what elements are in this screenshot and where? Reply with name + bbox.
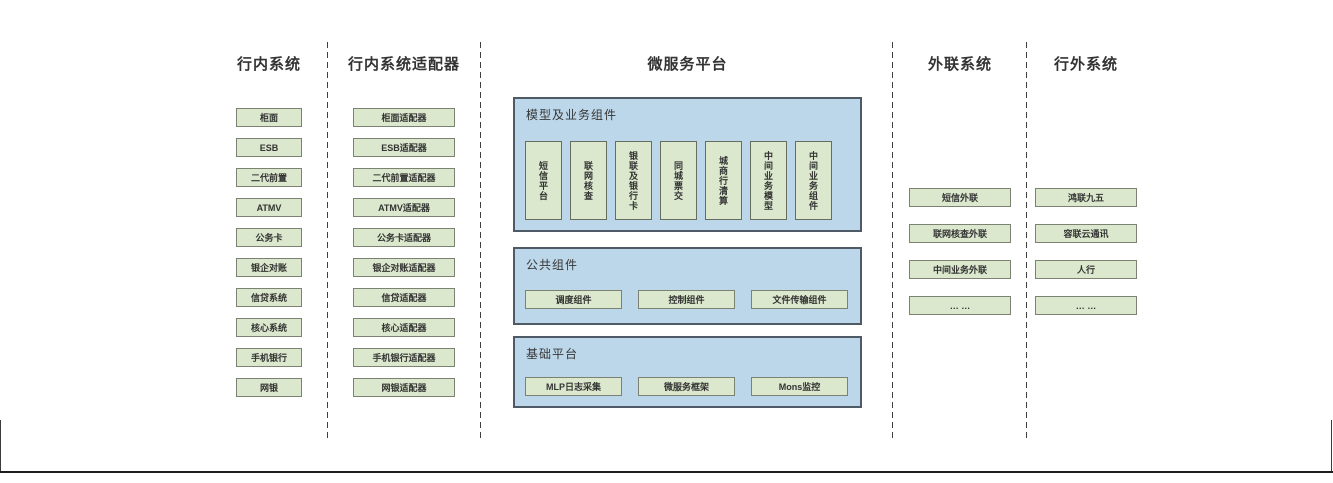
- common-component-box: 控制组件: [638, 290, 735, 309]
- adapter-box: 银企对账适配器: [353, 258, 455, 277]
- frame-edge-right: [1331, 420, 1332, 473]
- internal-systems-list: 柜面 ESB 二代前置 ATMV 公务卡银企对账信贷系统核心系统手机银行网银: [236, 108, 302, 408]
- external-link-box: 中间业务外联: [909, 260, 1011, 279]
- external-link-box: … …: [909, 296, 1011, 315]
- dashed-separator-1: [327, 42, 328, 442]
- dashed-separator-4: [1026, 42, 1027, 442]
- business-component-box: 中间业务模型: [750, 141, 787, 220]
- panel-label-common-components: 公共组件: [526, 258, 579, 272]
- common-component-box: 调度组件: [525, 290, 622, 309]
- adapter-box: 公务卡适配器: [353, 228, 455, 247]
- panel-common-components: 公共组件 调度组件控制组件文件传输组件: [513, 247, 862, 325]
- business-component-box: 银联及银行卡: [615, 141, 652, 220]
- outside-system-box: 容联云通讯: [1035, 224, 1137, 243]
- business-component-box: 城商行清算: [705, 141, 742, 220]
- adapter-box: 二代前置适配器: [353, 168, 455, 187]
- outside-system-box: 鸿联九五: [1035, 188, 1137, 207]
- column-title-external-link-systems: 外联系统: [927, 56, 992, 73]
- frame-bottom-line: [0, 471, 1333, 473]
- frame-edge-left: [0, 420, 1, 473]
- business-component-box: 短信平台: [525, 141, 562, 220]
- panel-label-base-platform: 基础平台: [526, 347, 579, 361]
- internal-system-box: 银企对账: [236, 258, 302, 277]
- column-title-microservice-platform: 微服务平台: [647, 56, 728, 73]
- adapter-box: ESB适配器: [353, 138, 455, 157]
- base-platform-box: 微服务框架: [638, 377, 735, 396]
- internal-system-box: 手机银行: [236, 348, 302, 367]
- dashed-separator-3: [892, 42, 893, 442]
- internal-system-box: 公务卡: [236, 228, 302, 247]
- internal-system-box: ESB: [236, 138, 302, 157]
- panel-label-model-business-components: 模型及业务组件: [526, 108, 618, 122]
- common-components-list: 调度组件控制组件文件传输组件: [525, 290, 848, 309]
- business-component-box: 中间业务组件: [795, 141, 832, 220]
- adapter-box: 信贷适配器: [353, 288, 455, 307]
- base-platform-box: Mons监控: [751, 377, 848, 396]
- internal-system-box: ATMV: [236, 198, 302, 217]
- external-link-box: 联网核查外联: [909, 224, 1011, 243]
- adapter-box: 核心适配器: [353, 318, 455, 337]
- adapter-box: 网银适配器: [353, 378, 455, 397]
- external-link-box: 短信外联: [909, 188, 1011, 207]
- outside-system-box: 人行: [1035, 260, 1137, 279]
- panel-model-business-components: 模型及业务组件 短信平台联网核查银联及银行卡同城票交城商行清算中间业务模型中间业…: [513, 97, 862, 232]
- column-title-internal-systems: 行内系统: [236, 56, 301, 73]
- base-platform-list: MLP日志采集微服务框架 Mons监控: [525, 377, 848, 396]
- internal-adapters-list: 柜面适配器 ESB适配器二代前置适配器 ATMV适配器公务卡适配器银企对账适配器信贷…: [353, 108, 455, 408]
- base-platform-box: MLP日志采集: [525, 377, 622, 396]
- adapter-box: 手机银行适配器: [353, 348, 455, 367]
- panel-base-platform: 基础平台 MLP日志采集微服务框架 Mons监控: [513, 336, 862, 408]
- common-component-box: 文件传输组件: [751, 290, 848, 309]
- internal-system-box: 网银: [236, 378, 302, 397]
- business-component-box: 同城票交: [660, 141, 697, 220]
- external-link-systems-list: 短信外联联网核查外联中间业务外联 … …: [909, 188, 1011, 332]
- business-component-box: 联网核查: [570, 141, 607, 220]
- adapter-box: 柜面适配器: [353, 108, 455, 127]
- outside-system-box: … …: [1035, 296, 1137, 315]
- outside-systems-list: 鸿联九五容联云通讯人行 … …: [1035, 188, 1137, 332]
- column-title-outside-systems: 行外系统: [1053, 56, 1118, 73]
- internal-system-box: 信贷系统: [236, 288, 302, 307]
- adapter-box: ATMV适配器: [353, 198, 455, 217]
- internal-system-box: 核心系统: [236, 318, 302, 337]
- model-business-components-list: 短信平台联网核查银联及银行卡同城票交城商行清算中间业务模型中间业务组件: [525, 141, 832, 220]
- dashed-separator-2: [480, 42, 481, 442]
- column-title-internal-adapters: 行内系统适配器: [347, 56, 460, 73]
- internal-system-box: 二代前置: [236, 168, 302, 187]
- internal-system-box: 柜面: [236, 108, 302, 127]
